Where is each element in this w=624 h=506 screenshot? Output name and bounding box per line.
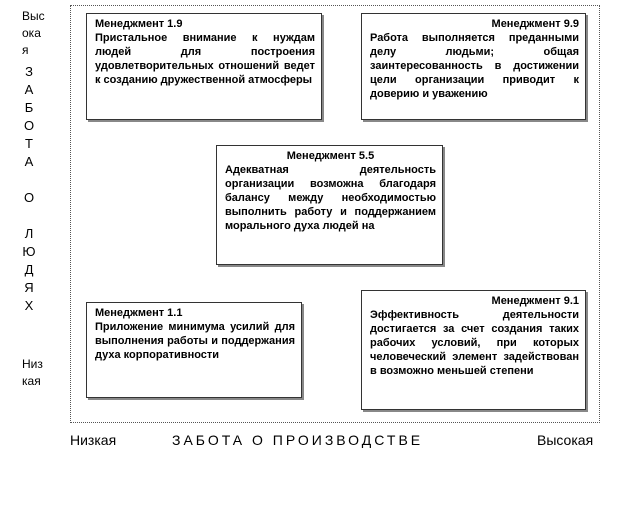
y-axis-letter: О — [23, 118, 35, 133]
box-body: Адекватная деятельность организации возм… — [225, 164, 436, 232]
y-axis-high-text: Высокая — [22, 9, 45, 57]
box-body: Приложение минимума усилий для выполнени… — [95, 321, 295, 361]
box-management-9-1: Менеджмент 9.1 Эффективность деятельност… — [361, 290, 586, 410]
x-axis-high-label: Высокая — [537, 432, 594, 448]
y-axis-low-label: Низкая — [22, 356, 52, 390]
box-management-5-5: Менеджмент 5.5 Адекватная деятельность о… — [216, 145, 443, 265]
box-title: Менеджмент 1.9 — [95, 18, 183, 30]
box-body: Пристальное внимание к нуждам людей для … — [95, 32, 315, 86]
y-axis-letter: Б — [24, 100, 34, 115]
y-axis-letter: О — [23, 190, 35, 205]
y-axis-letter: Я — [24, 280, 34, 295]
grid-frame — [70, 5, 600, 423]
y-axis-letter: Ю — [22, 244, 36, 259]
y-axis-high-label: Высокая — [22, 8, 52, 59]
y-axis-letter: А — [24, 82, 34, 97]
y-axis-low-text: Низкая — [22, 357, 43, 388]
box-body: Эффективность деятельности достигается з… — [370, 309, 579, 377]
y-axis-letter: Х — [24, 298, 34, 313]
box-title: Менеджмент 1.1 — [95, 307, 183, 319]
box-management-9-9: Менеджмент 9.9 Работа выполняется предан… — [361, 13, 586, 120]
y-axis-letter: З — [25, 64, 33, 79]
box-management-1-9: Менеджмент 1.9 Пристальное внимание к ну… — [86, 13, 322, 120]
x-axis-title: ЗАБОТА О ПРОИЗВОДСТВЕ — [172, 432, 424, 448]
box-title: Менеджмент 9.1 — [491, 295, 579, 307]
x-axis-low-label: Низкая — [70, 432, 117, 448]
y-axis-letter — [22, 171, 36, 189]
box-title: Менеджмент 9.9 — [491, 18, 579, 30]
y-axis-letter — [22, 207, 36, 225]
y-axis-letter: Д — [24, 262, 34, 277]
y-axis-letter: Т — [25, 136, 33, 151]
box-body: Работа выполняется преданными делу людьм… — [370, 32, 579, 100]
box-title: Менеджмент 5.5 — [286, 150, 375, 162]
y-axis-letter: А — [24, 154, 34, 169]
y-axis-title: З А Б О Т А О Л Ю Д Я Х — [22, 63, 36, 315]
y-axis-letter: Л — [24, 226, 34, 241]
box-management-1-1: Менеджмент 1.1 Приложение минимума усили… — [86, 302, 302, 398]
